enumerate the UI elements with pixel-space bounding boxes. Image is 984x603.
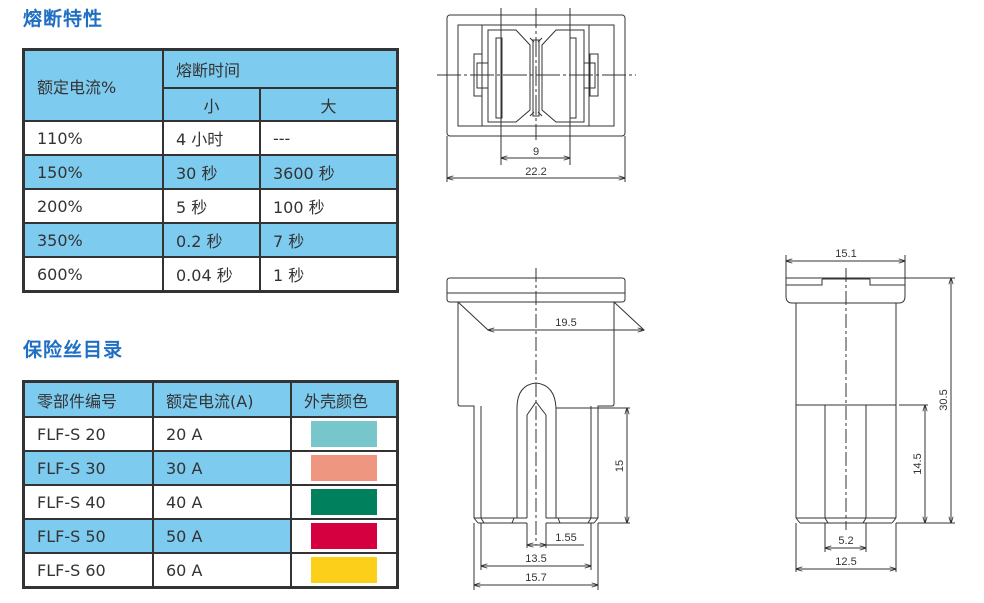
dim-blade-span: 13.5 bbox=[525, 553, 546, 565]
cell-part: FLF-S 20 bbox=[22, 416, 154, 452]
header-min: 小 bbox=[162, 87, 261, 122]
table-row: FLF-S 30 30 A bbox=[22, 450, 399, 486]
front-view-drawing: 19.5 15 1.55 13.5 15.7 bbox=[446, 268, 644, 590]
dim-pin-spacing: 9 bbox=[533, 146, 539, 158]
cell-current: 150% bbox=[22, 154, 164, 190]
color-swatch bbox=[311, 421, 377, 447]
table-row: 110% 4 小时 --- bbox=[22, 120, 399, 156]
fusing-characteristics-table: 额定电流% 熔断时间 小 大 110% 4 小时 --- 150% 30 秒 3… bbox=[22, 48, 399, 293]
cell-current: 50 A bbox=[152, 518, 292, 554]
color-swatch bbox=[311, 557, 377, 583]
cell-part: FLF-S 40 bbox=[22, 484, 154, 520]
cell-max: 3600 秒 bbox=[259, 154, 399, 190]
table-row: FLF-S 20 20 A bbox=[22, 416, 399, 452]
header-fusing-time: 熔断时间 bbox=[162, 48, 399, 89]
cell-max: --- bbox=[259, 120, 399, 156]
color-swatch bbox=[311, 455, 377, 481]
dim-total-height: 30.5 bbox=[938, 389, 950, 410]
header-rated-current: 额定电流(A) bbox=[152, 380, 292, 418]
cell-min: 5 秒 bbox=[162, 188, 261, 224]
dim-top-width: 15.1 bbox=[835, 248, 856, 260]
cell-part: FLF-S 50 bbox=[22, 518, 154, 554]
dim-top-width: 22.2 bbox=[525, 166, 546, 178]
cell-max: 1 秒 bbox=[259, 256, 399, 293]
table-row: FLF-S 50 50 A bbox=[22, 518, 399, 554]
header-rated-current: 额定电流% bbox=[22, 48, 164, 122]
color-swatch bbox=[311, 489, 377, 515]
cell-part: FLF-S 30 bbox=[22, 450, 154, 486]
fuse-catalog-title: 保险丝目录 bbox=[23, 339, 124, 361]
table-row: FLF-S 40 40 A bbox=[22, 484, 399, 520]
dim-base-width: 15.7 bbox=[525, 572, 546, 584]
dim-blade-height: 15 bbox=[614, 460, 626, 472]
table-row: 150% 30 秒 3600 秒 bbox=[22, 154, 399, 190]
cell-min: 0.04 秒 bbox=[162, 256, 261, 293]
cell-max: 7 秒 bbox=[259, 222, 399, 258]
dim-inner-width: 19.5 bbox=[555, 317, 576, 329]
cell-max: 100 秒 bbox=[259, 188, 399, 224]
cell-current: 30 A bbox=[152, 450, 292, 486]
table-row: 200% 5 秒 100 秒 bbox=[22, 188, 399, 224]
side-view-drawing: 15.1 30.5 14.5 5.2 12.5 bbox=[786, 248, 955, 572]
header-part-number: 零部件编号 bbox=[22, 380, 154, 418]
cell-min: 30 秒 bbox=[162, 154, 261, 190]
dim-slot-width: 5.2 bbox=[838, 535, 853, 547]
fuse-catalog-table: 零部件编号 额定电流(A) 外壳颜色 FLF-S 20 20 A FLF-S 3… bbox=[22, 380, 399, 589]
cell-min: 4 小时 bbox=[162, 120, 261, 156]
cell-current: 40 A bbox=[152, 484, 292, 520]
top-view-drawing: 9 22.2 bbox=[437, 8, 636, 182]
cell-current: 200% bbox=[22, 188, 164, 224]
dim-base-width: 12.5 bbox=[835, 556, 856, 568]
table-row: 350% 0.2 秒 7 秒 bbox=[22, 222, 399, 258]
dim-lower-height: 14.5 bbox=[912, 453, 924, 474]
cell-current: 60 A bbox=[152, 552, 292, 589]
cell-current: 20 A bbox=[152, 416, 292, 452]
cell-current: 600% bbox=[22, 256, 164, 293]
cell-current: 350% bbox=[22, 222, 164, 258]
color-swatch bbox=[311, 523, 377, 549]
table-row: FLF-S 60 60 A bbox=[22, 552, 399, 589]
cell-min: 0.2 秒 bbox=[162, 222, 261, 258]
cell-current: 110% bbox=[22, 120, 164, 156]
fusing-characteristics-title: 熔断特性 bbox=[23, 8, 104, 30]
dim-blade-thickness: 1.55 bbox=[555, 532, 576, 544]
header-housing-color: 外壳颜色 bbox=[290, 380, 399, 418]
cell-part: FLF-S 60 bbox=[22, 552, 154, 589]
header-max: 大 bbox=[259, 87, 399, 122]
table-row: 600% 0.04 秒 1 秒 bbox=[22, 256, 399, 293]
